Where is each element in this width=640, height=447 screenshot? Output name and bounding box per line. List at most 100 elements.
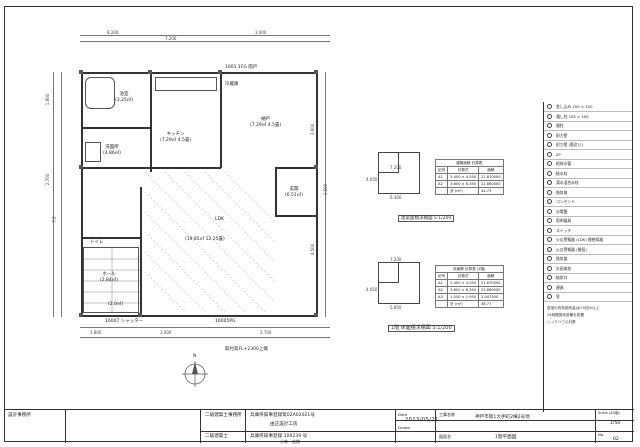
legend-item: スイッチ	[544, 226, 632, 236]
legend-label: 火災警報器 (LDK) 煙感知器	[556, 237, 604, 242]
drawing-sheet: 8.200 3.000 7.200 1.800 2.700 7.2 3.600 …	[4, 6, 634, 444]
title-block: 設計事務所 二級建築士事務所 兵庫県知事登録第02A02021号 由正設計工房 …	[5, 409, 634, 444]
north-label: N	[193, 354, 197, 359]
legend-label: 差し込み 100 × 100	[556, 104, 593, 109]
legend-label: 湯水混合水栓	[556, 180, 579, 185]
ldk-floor-hatch	[145, 172, 275, 313]
legend-label: 給気口	[556, 275, 568, 280]
floor-area-diagram: 7.200 4.050 5.850 床面積 計算表 (1階) 記号 計算式 面積…	[366, 247, 540, 332]
legend-label: コンセント	[556, 199, 575, 204]
dim-bottom-left: 1.800	[90, 330, 102, 335]
legend-symbol-icon	[547, 151, 552, 157]
dim-left-b: 2.700	[45, 173, 51, 186]
floor-area-table: 床面積 計算表 (1階) 記号 計算式 面積 A1 5.400 × 4.050 …	[434, 265, 504, 308]
legend-item: 給排水管	[544, 159, 632, 169]
no-value: 02	[613, 437, 619, 442]
kitchen-counter	[155, 77, 217, 91]
legend-symbol-icon	[547, 265, 552, 271]
legend-item: 耐力壁 (筋交い)	[544, 140, 632, 150]
legend-label: 耐力壁 (筋交い)	[556, 142, 583, 147]
legend-label: 火災警報器 (階段)	[556, 246, 587, 252]
area1-dim-left: 4.050	[366, 177, 378, 182]
legend-item: 換気量	[544, 254, 632, 264]
legend-label: 換気扇	[556, 189, 568, 195]
project-name: 神戸市第1大手町2棟2号地	[475, 415, 530, 420]
room-toilet: トイレ	[90, 240, 104, 245]
area2-caption: 1階 床面積求積図 S:1/200	[388, 325, 455, 332]
room-living-area: (19.85㎡ 12.25畳)	[185, 237, 225, 242]
dim-far-right: 3.600	[323, 183, 329, 196]
legend-item: 2P	[544, 150, 632, 160]
area1-dim-top: 7.200	[390, 165, 402, 170]
legend-item: 換気扇	[544, 188, 632, 198]
drawn-label: Drawn	[398, 425, 411, 430]
office-type: 二級建築士事務所	[205, 413, 242, 418]
dim-right-a: 3.600	[310, 123, 316, 136]
legend-item: 湯水混合水栓	[544, 178, 632, 188]
legend-symbol-icon	[547, 104, 552, 109]
legend-symbol-icon	[547, 180, 552, 185]
room-ldk: LDK	[215, 217, 224, 222]
dim-right-b: 4.500	[310, 243, 316, 256]
area2-title: 床面積 計算表 (1階)	[435, 265, 504, 273]
window-bottom2-label: 16005PG	[215, 319, 236, 324]
legend-item: 火災警報器 (階段)	[544, 245, 632, 255]
legend-item: 耐力壁	[544, 131, 632, 141]
legend-label: 耐力壁	[556, 132, 568, 138]
legend-symbol-icon	[547, 284, 552, 290]
dim-left-a: 1.800	[45, 93, 51, 106]
dim-top-right: 3.000	[255, 30, 267, 35]
legend-item: 差し込み 100 × 100	[544, 102, 632, 112]
legend-item: 給水栓	[544, 169, 632, 179]
legend-symbol-icon	[547, 294, 552, 299]
area2-dim-bottom: 5.850	[390, 305, 402, 310]
room-kitchen: キッチン (7.29㎡ 4.5畳)	[160, 132, 192, 143]
office-name: 由正設計工房	[270, 422, 298, 427]
area2-dim-left: 4.050	[366, 287, 378, 292]
legend-item: 火災警報器 (LDK) 煙感知器	[544, 235, 632, 245]
architect-type: 二級建築士	[205, 434, 228, 439]
area1-title: 建築面積 計算表	[435, 159, 504, 167]
legend-label: 照明器具	[556, 218, 572, 223]
room-closet: (2.0㎡)	[108, 302, 124, 307]
legend-note: シックハウス対策	[547, 319, 576, 324]
legend-symbol-icon	[547, 237, 552, 242]
building-area-table: 建築面積 計算表 記号 計算式 面積 A1 5.400 × 4.050 21.8…	[434, 159, 504, 195]
legend-item: 窓	[544, 292, 632, 302]
dim-top-left: 8.200	[107, 30, 119, 35]
legend-symbol-icon	[547, 132, 552, 138]
legend-symbol-icon	[547, 199, 552, 204]
room-storage: 納戸 (7.29㎡ 4.5畳)	[250, 117, 282, 128]
legend-item: 給気口	[544, 273, 632, 283]
north-arrow: N	[180, 354, 210, 389]
project-label: 工事名称	[439, 412, 455, 417]
legend-label: 2P	[556, 151, 561, 157]
legend-item: 分電盤	[544, 207, 632, 217]
staircase	[83, 247, 140, 314]
scale-value: 1/50	[610, 421, 621, 426]
bathtub	[85, 77, 115, 109]
legend-symbol-icon	[547, 113, 552, 119]
drawing-name: 1階平面図	[495, 435, 517, 440]
drawing-label: 図面名	[439, 434, 451, 439]
room-washroom: 洗面所 (4.86㎡)	[103, 145, 122, 156]
area1-caption: 建築面積求積図 S:1/200	[398, 215, 455, 222]
office-reg: 兵庫県知事登録第02A02021号	[250, 413, 315, 418]
legend-symbol-icon	[547, 208, 552, 214]
legend-symbol-icon	[547, 189, 552, 195]
legend-label: 間柱	[556, 123, 564, 128]
legend-label: 建具	[556, 284, 564, 290]
room-bath: 浴室 (3.25㎡)	[115, 92, 134, 103]
legend-item: 照明器具	[544, 216, 632, 226]
area2-dim-top: 7.200	[390, 257, 402, 262]
dim-bottom-mid: 3.000	[160, 330, 172, 335]
legend-item: 間柱	[544, 121, 632, 131]
legend-label: 換気量	[556, 256, 568, 261]
architect-reg: 兵庫県知事登録 100239 号	[250, 434, 308, 439]
legend-label: 通し柱 105 × 105	[556, 113, 589, 119]
floor-note-label: 取付高FL+2300上端	[225, 347, 268, 352]
legend-label: 給排水管	[556, 161, 572, 166]
floor-plan: 8.200 3.000 7.200 1.800 2.700 7.2 3.600 …	[45, 27, 345, 352]
scale-label: Scale (A3版)	[598, 411, 620, 415]
legend-symbol-icon	[547, 227, 552, 233]
